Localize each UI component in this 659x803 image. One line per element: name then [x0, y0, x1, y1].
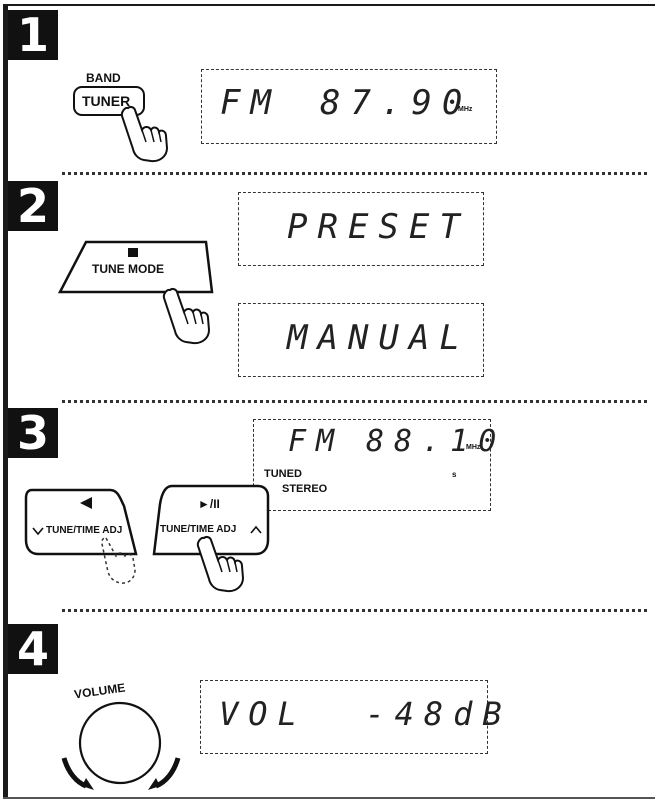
lcd-frequency: 88.10	[366, 424, 507, 459]
tune-up-button-shape	[152, 484, 270, 556]
lcd-display-preset: PRESET	[238, 192, 484, 266]
lcd-marker: s	[452, 470, 457, 479]
play-pause-symbol: ►/II	[198, 497, 220, 511]
band-label: BAND	[86, 71, 121, 85]
lcd-preset-text: PRESET	[287, 207, 470, 247]
lcd-display-volume: VOL -48dB	[200, 680, 502, 754]
tune-up-play-pause-button[interactable]: ►/II TUNE/TIME ADJ	[150, 484, 272, 556]
step-number-1: 1	[8, 10, 58, 60]
page-border-left	[3, 4, 8, 799]
tune-down-label: TUNE/TIME ADJ	[46, 525, 123, 536]
pressing-hand-icon	[120, 105, 169, 163]
page-border-top	[3, 4, 655, 6]
tuner-button[interactable]: TUNER	[73, 86, 145, 116]
lcd-unit: MHz	[458, 106, 473, 113]
tuner-button-label: TUNER	[82, 93, 131, 109]
pressing-hand-icon	[162, 287, 211, 345]
lcd-display-step3: FM 88.10 MHz TUNED STEREO s	[253, 419, 496, 511]
separator-3	[62, 609, 647, 612]
step-number-2: 2	[8, 181, 58, 231]
chevron-down-icon	[32, 527, 44, 536]
pressing-hand-icon	[196, 535, 245, 593]
volume-knob-icon[interactable]	[52, 700, 192, 790]
step-number-4: 4	[8, 624, 58, 674]
chevron-up-icon	[250, 525, 262, 534]
separator-2	[62, 400, 647, 403]
lcd-volume-text: VOL -48dB	[219, 695, 512, 733]
lcd-unit: MHz	[466, 444, 481, 451]
tune-mode-button-shape	[57, 240, 214, 294]
tune-mode-label: TUNE MODE	[92, 262, 164, 276]
separator-1	[62, 172, 647, 175]
tune-down-button[interactable]: TUNE/TIME ADJ	[24, 488, 144, 556]
tune-down-button-shape	[24, 488, 138, 556]
lcd-band: FM	[220, 83, 281, 123]
tune-mode-button[interactable]: TUNE MODE	[57, 240, 214, 294]
lcd-frequency: 87.90	[320, 83, 473, 123]
lcd-tuned-indicator: TUNED	[264, 468, 302, 480]
lcd-manual-text: MANUAL	[287, 318, 470, 358]
lcd-stereo-indicator: STEREO	[282, 483, 328, 495]
lcd-display-manual: MANUAL	[238, 303, 484, 377]
tune-up-label: TUNE/TIME ADJ	[160, 524, 237, 535]
lcd-band: FM	[288, 424, 345, 459]
dashed-hand-icon	[101, 537, 136, 584]
lcd-display-step1: FM 87.90 MHz	[201, 69, 497, 144]
volume-label: VOLUME	[73, 680, 127, 702]
page-border-bottom	[3, 797, 655, 799]
step-number-3: 3	[8, 408, 58, 458]
